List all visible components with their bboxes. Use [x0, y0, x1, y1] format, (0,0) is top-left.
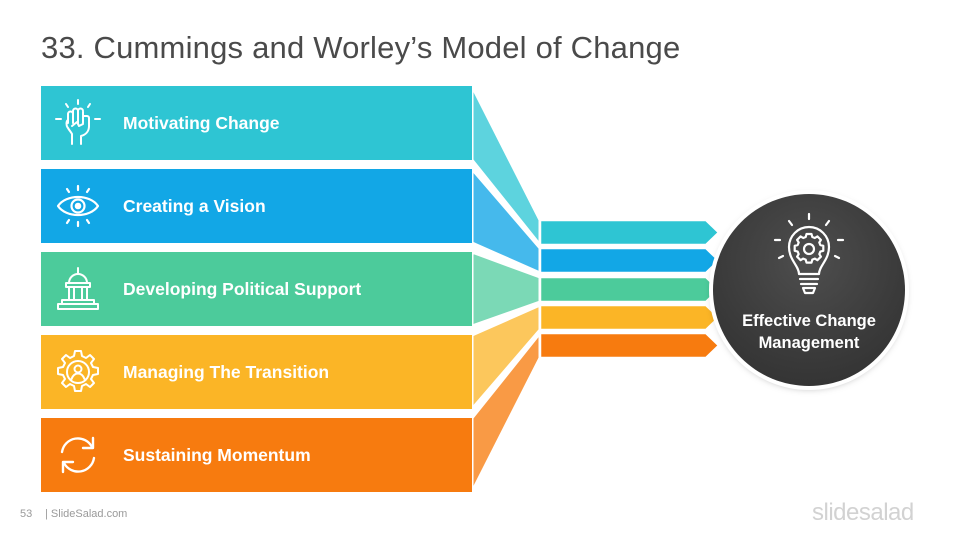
page-number: 53: [20, 508, 33, 520]
stage-band-developing-political-support: Developing Political Support: [41, 252, 472, 326]
capitol-building-icon: [57, 267, 99, 310]
raised-fist-icon: [55, 99, 101, 145]
hub-label-line2: Management: [758, 334, 860, 352]
stage-band-managing-the-transition: Managing The Transition: [41, 335, 472, 409]
flow-arrow: [538, 275, 721, 304]
hub-label: Effective Change Management: [713, 310, 905, 354]
refresh-cycle-icon: [60, 436, 96, 474]
stage-label: Managing The Transition: [123, 362, 330, 382]
stage-label: Sustaining Momentum: [123, 445, 311, 465]
footer-site: | SlideSalad.com: [45, 508, 128, 520]
slide-title: 33. Cummings and Worley’s Model of Chang…: [41, 30, 681, 65]
lightbulb-gear-icon: [773, 212, 845, 295]
stage-label: Motivating Change: [123, 113, 280, 133]
gear-person-icon: [57, 350, 99, 392]
hub-label-line1: Effective Change: [742, 312, 876, 330]
stage-band-motivating-change: Motivating Change: [41, 86, 472, 160]
flow-arrow: [538, 218, 721, 247]
stage-band-sustaining-momentum: Sustaining Momentum: [41, 418, 472, 492]
flow-arrow: [538, 246, 721, 275]
effective-change-management-hub: Effective Change Management: [713, 194, 905, 386]
brand-logo: slidesalad: [812, 499, 914, 526]
stage-band-creating-a-vision: Creating a Vision: [41, 169, 472, 243]
stage-label: Creating a Vision: [123, 196, 266, 216]
flow-arrow: [538, 331, 721, 360]
stage-label: Developing Political Support: [123, 279, 362, 299]
flow-arrow: [538, 303, 721, 332]
eye-icon: [56, 184, 100, 228]
